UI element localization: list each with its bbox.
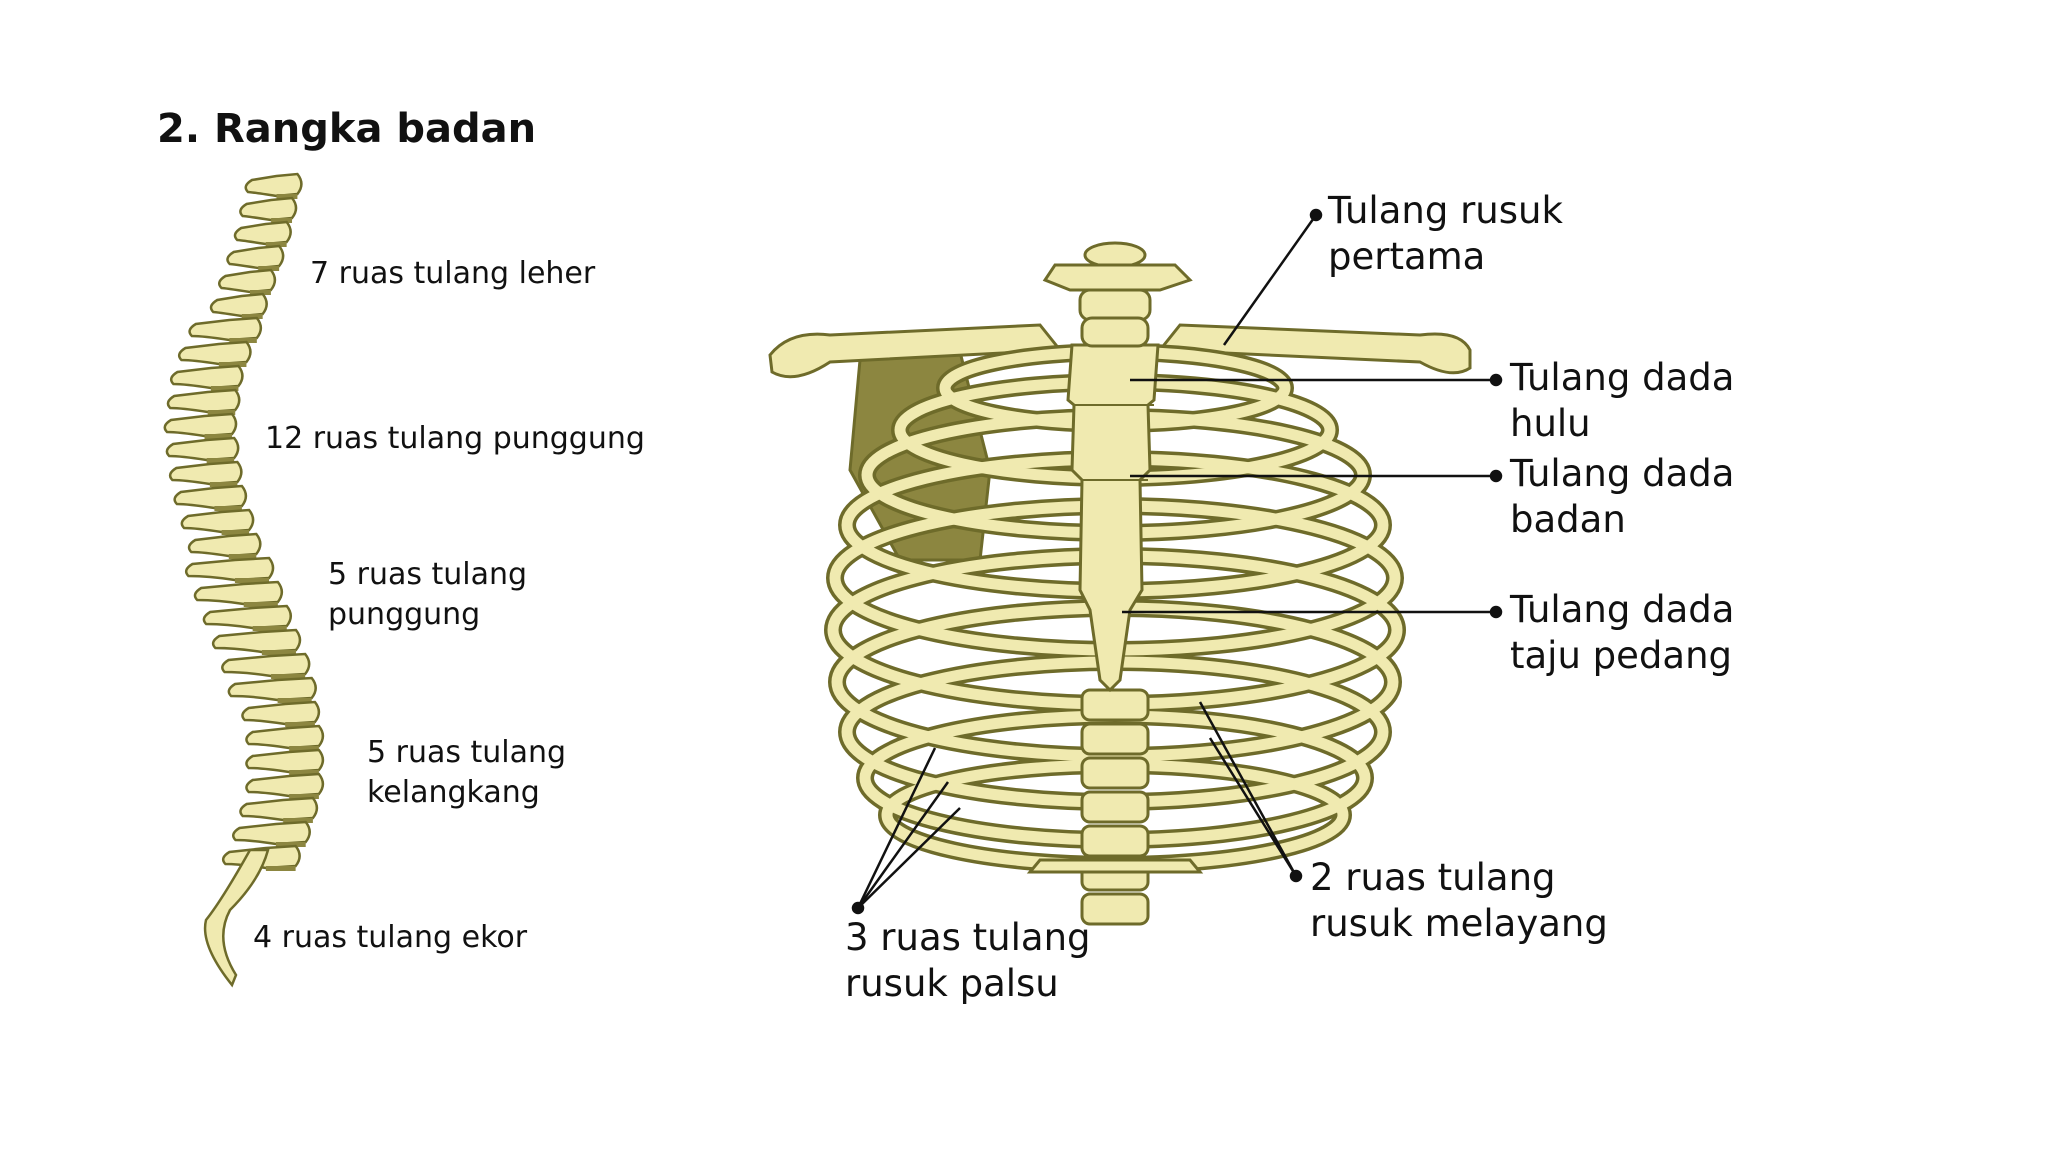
label-manubrium-line2: hulu xyxy=(1510,402,1591,445)
label-cervical: 7 ruas tulang leher xyxy=(310,254,595,294)
leader-lines xyxy=(851,208,1503,915)
label-manubrium: Tulang dada hulu xyxy=(1510,355,1734,447)
label-xiphoid-line1: Tulang dada xyxy=(1510,588,1735,631)
label-first-rib-line1: Tulang rusuk xyxy=(1328,189,1563,232)
label-floating-ribs-line1: 2 ruas tulang xyxy=(1310,856,1556,899)
label-thoracic: 12 ruas tulang punggung xyxy=(265,419,645,459)
label-sacral: 5 ruas tulang kelangkang xyxy=(367,733,566,813)
label-sternum-body: Tulang dada badan xyxy=(1510,451,1734,543)
label-manubrium-line1: Tulang dada xyxy=(1510,356,1735,399)
label-sacral-line1: 5 ruas tulang xyxy=(367,735,567,770)
label-floating-ribs: 2 ruas tulang rusuk melayang xyxy=(1310,855,1608,947)
spine-diagram xyxy=(163,172,325,988)
label-lumbar: 5 ruas tulang punggung xyxy=(328,555,527,635)
ribcage-diagram xyxy=(768,241,1472,926)
label-xiphoid: Tulang dada taju pedang xyxy=(1510,587,1734,679)
label-sacral-line2: kelangkang xyxy=(367,775,540,810)
label-false-ribs-line1: 3 ruas tulang xyxy=(845,916,1091,959)
label-cervical-line1: 7 ruas tulang leher xyxy=(310,256,596,291)
label-false-ribs-line2: rusuk palsu xyxy=(845,962,1059,1005)
sternum-shape xyxy=(1066,343,1160,693)
label-lumbar-line2: punggung xyxy=(328,597,481,632)
page-title: 2. Rangka badan xyxy=(157,106,537,152)
label-first-rib: Tulang rusuk pertama xyxy=(1328,188,1563,280)
label-coccyx-line1: 4 ruas tulang ekor xyxy=(253,920,528,955)
label-lumbar-line1: 5 ruas tulang xyxy=(328,557,528,592)
label-false-ribs: 3 ruas tulang rusuk palsu xyxy=(845,915,1091,1007)
label-sternum-body-line1: Tulang dada xyxy=(1510,452,1735,495)
label-first-rib-line2: pertama xyxy=(1328,235,1486,278)
label-sternum-body-line2: badan xyxy=(1510,498,1626,541)
label-xiphoid-line2: taju pedang xyxy=(1510,634,1733,677)
label-floating-ribs-line2: rusuk melayang xyxy=(1310,902,1608,945)
label-thoracic-line1: 12 ruas tulang punggung xyxy=(265,421,645,456)
label-coccyx: 4 ruas tulang ekor xyxy=(253,918,527,958)
